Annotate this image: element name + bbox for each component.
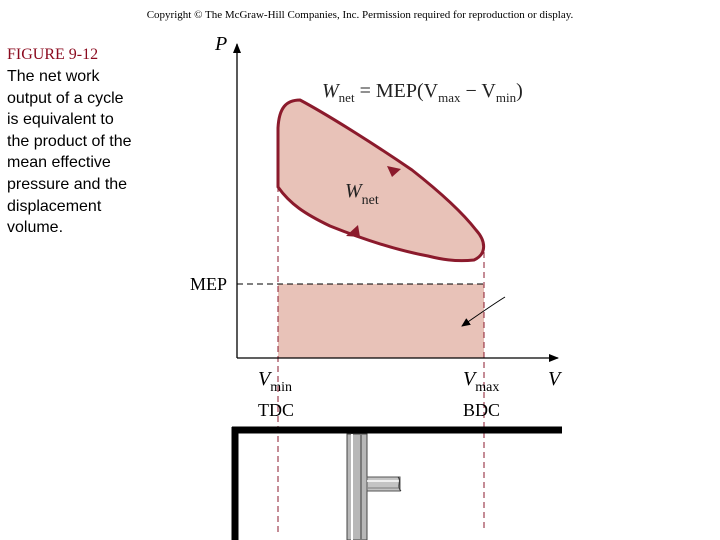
piston [346,433,368,540]
caption-line: pressure and the [7,175,128,193]
p-axis-label: P [214,33,227,55]
copyright-notice: Copyright © The McGraw-Hill Companies, I… [146,9,574,21]
compression-direction-arrow [346,225,360,237]
equation-pointer-arrow [461,296,506,327]
tdc-label: TDC [258,400,294,420]
caption-line: displacement [7,197,102,215]
bdc-label: BDC [463,400,500,420]
vmax-label: Vmax [463,368,499,395]
wnet-equation: Wnet = MEP(Vmax − Vmin) [322,80,523,105]
expansion-direction-arrow [387,166,401,177]
caption-line: is equivalent to [7,111,114,129]
caption-line: mean effective [7,154,111,172]
caption-line: volume. [7,219,64,237]
mep-rectangle [278,284,484,358]
cycle-loop [276,98,486,263]
wnet-area-label: Wnet [345,180,379,208]
v-axis-label: V [548,368,563,390]
caption-line: the product of the [7,132,132,150]
piston-rod [366,476,402,492]
caption-line: The net work [7,68,100,85]
vmin-label: Vmin [258,368,292,395]
cylinder [231,426,562,540]
figure-caption: The net work output of a cycle is equiva… [7,66,167,239]
figure-label: FIGURE 9-12 [7,46,99,63]
caption-line: output of a cycle [7,89,124,107]
mep-axis-label: MEP [190,274,227,294]
